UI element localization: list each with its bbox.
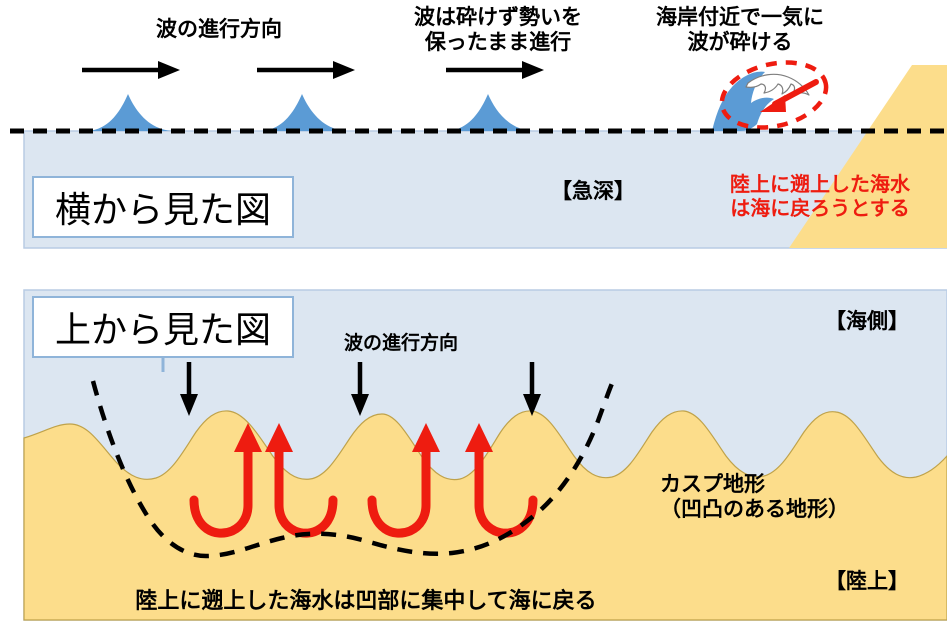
return-flow-red-arrow-3 <box>367 438 431 538</box>
wave-crest-2 <box>262 94 346 131</box>
flow-boundary-dashed-curve <box>90 380 616 559</box>
top-view-land-side-label: 【陸上】 <box>825 570 909 593</box>
top-wave-direction-arrow-3 <box>523 362 541 416</box>
top-view-sea-side-label: 【海側】 <box>825 310 909 333</box>
side-wave-direction-arrow-3 <box>446 61 544 79</box>
return-flow-red-arrowhead-3 <box>412 423 440 452</box>
side-view-break-near-shore-label: 海岸付近で一気に 波が砕ける <box>656 6 824 54</box>
return-flow-red-arrowhead-4 <box>465 423 493 452</box>
break-zone-highlight-ellipse <box>719 60 829 130</box>
top-wave-direction-arrow-2 <box>351 362 369 416</box>
return-flow-red-arrowhead-1 <box>234 423 262 452</box>
return-flow-red-arrow-2 <box>274 438 338 538</box>
side-view-no-break-label: 波は砕けず勢いを 保ったまま進行 <box>414 6 582 54</box>
return-flow-red-arrowhead-2 <box>265 423 293 452</box>
backwash-red-arrow <box>760 79 819 112</box>
side-view-sand-top-cap <box>912 65 947 248</box>
side-wave-direction-arrow-1 <box>82 61 180 79</box>
top-view-bottom-caption: 陸上に遡上した海水は凹部に集中して海に戻る <box>135 588 597 613</box>
side-view-wave-direction-label: 波の進行方向 <box>156 18 282 41</box>
wave-crest-3 <box>448 94 532 131</box>
cusp-shoreline-sand <box>23 410 947 621</box>
top-view-cusp-topography-label: カスプ地形 （凹凸のある地形） <box>660 473 849 521</box>
side-view-steep-depth-label: 【急深】 <box>551 180 635 203</box>
side-view-sand-slope <box>789 65 947 248</box>
top-view-wave-direction-label: 波の進行方向 <box>343 333 458 354</box>
breaking-wave-foam-curl <box>745 73 810 96</box>
side-wave-direction-arrow-2 <box>257 61 355 79</box>
top-wave-direction-arrow-1 <box>180 362 198 416</box>
side-view-title-box: 横から見た図 <box>32 176 294 238</box>
side-view-return-to-sea-label: 陸上に遡上した海水 は海に戻ろうとする <box>730 174 910 220</box>
top-view-title-box: 上から見た図 <box>32 296 294 358</box>
wave-crest-1 <box>88 94 172 131</box>
return-flow-red-arrow-1 <box>189 438 253 538</box>
